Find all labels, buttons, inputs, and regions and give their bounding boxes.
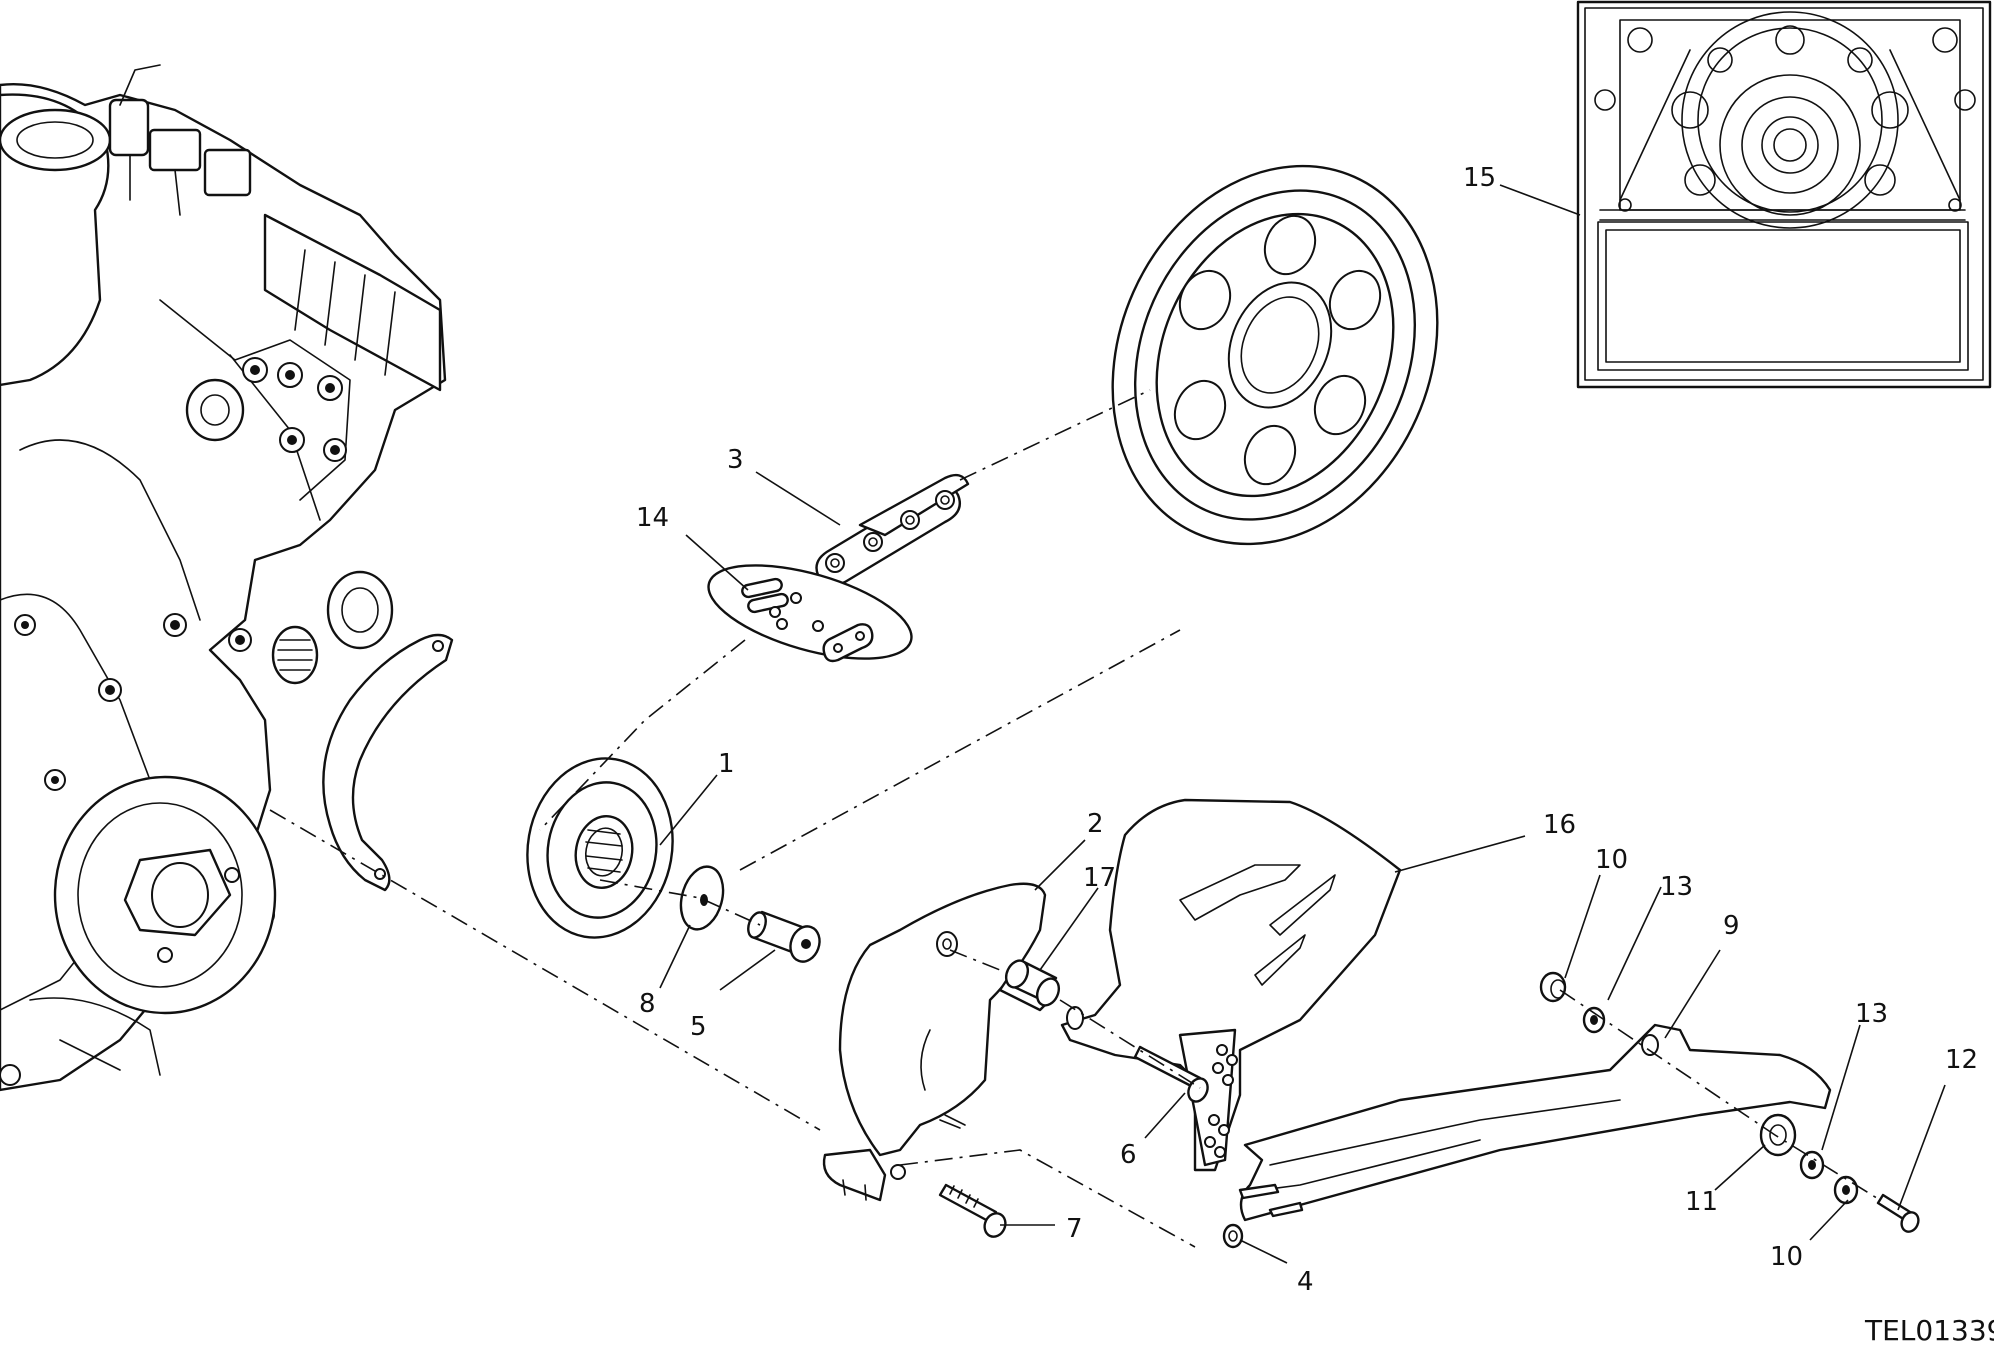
callout-10-upper: 10: [1595, 845, 1628, 875]
sprocket-kit-card-icon: [1576, 0, 1992, 389]
assembly-axis-lines: [269, 389, 1881, 1248]
chain-master-link-icon: [707, 564, 913, 663]
callout-8: 8: [639, 989, 656, 1019]
callout-6: 6: [1120, 1140, 1137, 1170]
small-washer-icon: [1222, 1223, 1244, 1249]
cover-gasket-icon: [322, 633, 454, 892]
callout-10-lower: 10: [1770, 1242, 1803, 1272]
washer-icon: [679, 865, 725, 931]
callout-7: 7: [1066, 1214, 1083, 1244]
callout-numbers: 1 2 3 4 5 6 7 8 9 10 10 11 12 13 13 14 1…: [636, 163, 1978, 1297]
callout-16: 16: [1543, 810, 1576, 840]
callout-13-lower: 13: [1855, 999, 1888, 1029]
callout-5: 5: [690, 1012, 707, 1042]
chain-section-icon: [815, 473, 970, 587]
callout-14: 14: [636, 503, 669, 533]
callout-15: 15: [1463, 163, 1496, 193]
sprocket-cover-icon: [822, 882, 1052, 1202]
engine-block-icon: [0, 64, 447, 1092]
front-sprocket-icon: [526, 757, 674, 939]
callout-3: 3: [727, 445, 744, 475]
callout-leaders: [659, 184, 1946, 1264]
callout-17: 17: [1083, 863, 1116, 893]
callout-2: 2: [1087, 809, 1104, 839]
callout-9: 9: [1723, 911, 1740, 941]
callout-11: 11: [1685, 1187, 1718, 1217]
sprocket-bolt-icon: [747, 910, 821, 963]
spacer-icon: [1004, 959, 1061, 1007]
cover-bolt-icon: [938, 1183, 1007, 1238]
slider-hardware-icon: [1539, 971, 1920, 1233]
callout-1: 1: [718, 749, 735, 779]
callout-12: 12: [1945, 1045, 1978, 1075]
callout-4: 4: [1297, 1267, 1314, 1297]
rear-sprocket-icon: [1111, 164, 1439, 546]
callout-13-upper: 13: [1660, 872, 1693, 902]
chain-slider-icon: [1238, 1023, 1832, 1222]
diagram-code: TEL01339: [1864, 1314, 1994, 1347]
